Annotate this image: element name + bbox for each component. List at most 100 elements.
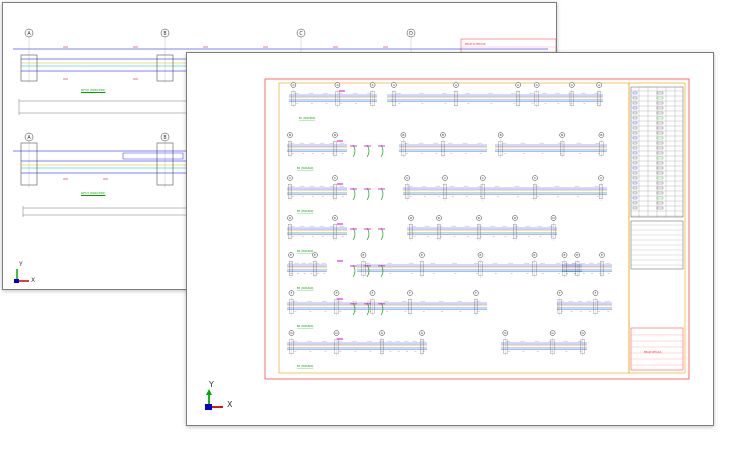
section-detail	[352, 187, 356, 201]
grid-bubble-label: G	[504, 331, 507, 335]
schedule-cell	[656, 201, 664, 205]
section-detail	[352, 302, 356, 316]
schedule-cell	[656, 151, 664, 155]
grid-bubble-label: C	[482, 176, 484, 180]
schedule-cell	[656, 191, 664, 195]
grid-bubble-label: B	[289, 133, 291, 137]
grid-bubble	[442, 175, 448, 181]
grid-bubble	[532, 175, 538, 181]
grid-bubble-label: D	[409, 31, 413, 37]
schedule-cell	[632, 116, 638, 120]
grid-bubble-label: A	[598, 83, 601, 87]
grid-bubble	[419, 330, 425, 336]
schedule-cell	[656, 146, 664, 150]
grid-bubble-label: B	[442, 133, 444, 137]
grid-bubble	[332, 175, 338, 181]
grid-bubble	[569, 82, 575, 88]
grid-bubble-label: A	[292, 83, 295, 87]
grid-bubble-label: B	[561, 133, 563, 137]
schedule-cell	[656, 91, 664, 95]
grid-bubble-label: E	[601, 253, 603, 257]
schedule-cell	[656, 131, 664, 135]
grid-bubble-label: C	[406, 176, 408, 180]
grid-bubble	[550, 215, 557, 221]
grid-bubble-label: F	[336, 291, 338, 295]
row-title: B7 (300x600)	[297, 365, 313, 368]
grid-bubble-label: F	[372, 291, 374, 295]
schedule-cell	[656, 176, 664, 180]
ucs-icon-back: Y X	[9, 261, 39, 289]
schedule-cell	[632, 91, 638, 95]
row-title: B4 (300x600)	[297, 250, 313, 253]
sheet-border-outer	[264, 78, 690, 380]
schedule-cell	[632, 121, 638, 125]
grid-bubble-label: G	[551, 331, 554, 335]
schedule-cell	[632, 96, 638, 100]
grid-bubble-label: F	[559, 291, 561, 295]
grid-bubble	[440, 132, 446, 138]
column-outline	[156, 54, 174, 82]
grid-bubble-label: A	[336, 83, 339, 87]
schedule-cell	[656, 96, 664, 100]
grid-bubble	[391, 82, 397, 88]
grid-bubble-label: E	[576, 253, 578, 257]
schedule-cell	[656, 111, 664, 115]
schedule-cell	[632, 181, 638, 185]
grid-bubble-label: C	[334, 176, 336, 180]
grid-bubble	[549, 330, 556, 336]
ucs-x-label-front: X	[227, 400, 233, 409]
grid-bubble	[287, 175, 293, 181]
schedule-cell	[656, 126, 664, 130]
schedule-cell	[632, 106, 638, 110]
section-detail	[380, 144, 384, 158]
grid-bubble-label: D	[410, 216, 413, 220]
grid-bubble-label: C	[289, 176, 291, 180]
grid-bubble-label: G	[421, 331, 424, 335]
section-detail	[380, 264, 384, 278]
schedule-cell	[632, 171, 638, 175]
grid-bubble-label: A	[27, 31, 31, 37]
schedule-cell	[632, 126, 638, 130]
grid-bubble-label: D	[438, 216, 441, 220]
grid-bubble	[333, 330, 340, 336]
row-title: B1 (300x600)	[299, 117, 315, 120]
grid-bubble-label: C	[299, 31, 303, 37]
column-outline	[20, 54, 38, 82]
grid-bubble-label: E	[314, 253, 316, 257]
grid-bubble-label: D	[552, 216, 555, 220]
grid-bubble-label: A	[455, 83, 458, 87]
schedule-cell	[656, 101, 664, 105]
grid-bubble-label: B	[334, 133, 336, 137]
section-detail	[380, 187, 384, 201]
section-detail	[380, 302, 384, 316]
schedule-cell	[656, 116, 664, 120]
schedule-cell	[656, 161, 664, 165]
schedule-cell	[632, 111, 638, 115]
grid-bubble	[333, 290, 340, 296]
schedule-cell	[632, 191, 638, 195]
schedule-cell	[656, 186, 664, 190]
section-detail	[366, 144, 370, 158]
grid-bubble	[290, 82, 297, 88]
grid-bubble-label: D	[334, 216, 337, 220]
schedule-cell	[656, 121, 664, 125]
grid-bubble-label: A	[536, 83, 539, 87]
grid-bubble	[369, 82, 376, 88]
grid-bubble-label: A	[27, 135, 31, 141]
section-detail	[380, 227, 384, 241]
schedule-cell	[632, 176, 638, 180]
grid-bubble	[477, 252, 484, 258]
schedule-cell	[656, 196, 664, 200]
column-outline	[156, 142, 174, 186]
grid-bubble-label: F	[475, 291, 477, 295]
schedule-cell	[632, 131, 638, 135]
section-detail	[366, 227, 370, 241]
grid-bubble-label: G	[582, 331, 585, 335]
grid-bubble	[592, 290, 599, 296]
schedule-cell	[656, 156, 664, 160]
grid-bubble	[379, 330, 385, 336]
section-detail	[352, 144, 356, 158]
grid-bubble-label: E	[564, 253, 566, 257]
